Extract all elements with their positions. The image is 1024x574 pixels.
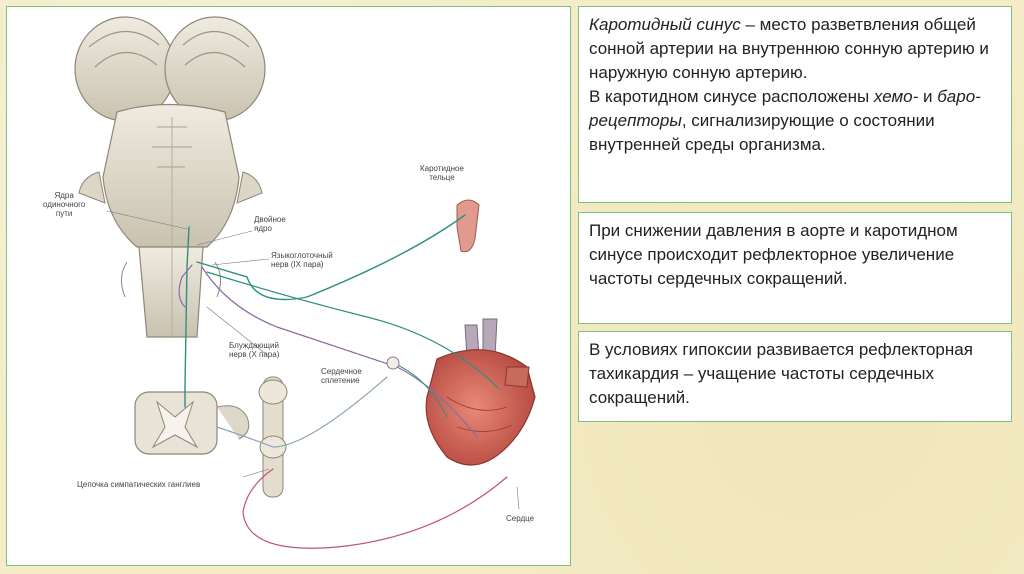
term-carotid-sinus: Каротидный синус [589, 15, 741, 34]
label-cardiac-plexus: Сердечное сплетение [321, 367, 362, 385]
label-carotid-body: Каротидное тельце [420, 164, 464, 182]
label-heart: Сердце [506, 514, 535, 523]
carotid-sinus-definition-box: Каротидный синус – место разветвления об… [578, 6, 1012, 203]
term-chemo: хемо- [873, 87, 919, 106]
cardiac-plexus-node [386, 356, 400, 370]
hypoxia-reflex-box: В условиях гипоксии развивается рефлекто… [578, 331, 1012, 422]
carotid-body-illustration [456, 199, 480, 253]
label-double-nucleus: Двойное ядро [254, 215, 286, 233]
label-vagus-nerve: Блуждающий нерв (X пара) [229, 341, 280, 359]
pressure-reflex-text: При снижении давления в аорте и каротидн… [589, 221, 958, 288]
term-baroreceptors: баро- рецепторы [589, 87, 981, 130]
hypoxia-reflex-text: В условиях гипоксии развивается рефлекто… [589, 340, 973, 407]
spinal-cord-section [134, 391, 250, 455]
carotid-sinus-definition: Каротидный синус – место разветвления об… [589, 15, 989, 82]
brainstem-illustration [74, 16, 266, 338]
nerve-pathways [106, 210, 520, 549]
label-glossopharyngeal-nerve: Языкоглоточный нерв (IX пара) [271, 251, 333, 269]
reflex-diagram [74, 16, 536, 549]
pressure-reflex-box: При снижении давления в аорте и каротидн… [578, 212, 1012, 324]
sympathetic-chain-illustration [258, 376, 288, 498]
diagram-panel: Ядра одиночного пути Двойное ядро Языког… [6, 6, 571, 566]
receptors-paragraph: В каротидном синусе расположены хемо- и … [589, 87, 981, 154]
label-sympathetic-chain: Цепочка симпатических ганглиев [77, 480, 201, 489]
heart-illustration [425, 318, 536, 466]
label-nucleus-solitary: Ядра одиночного пути [43, 191, 86, 218]
